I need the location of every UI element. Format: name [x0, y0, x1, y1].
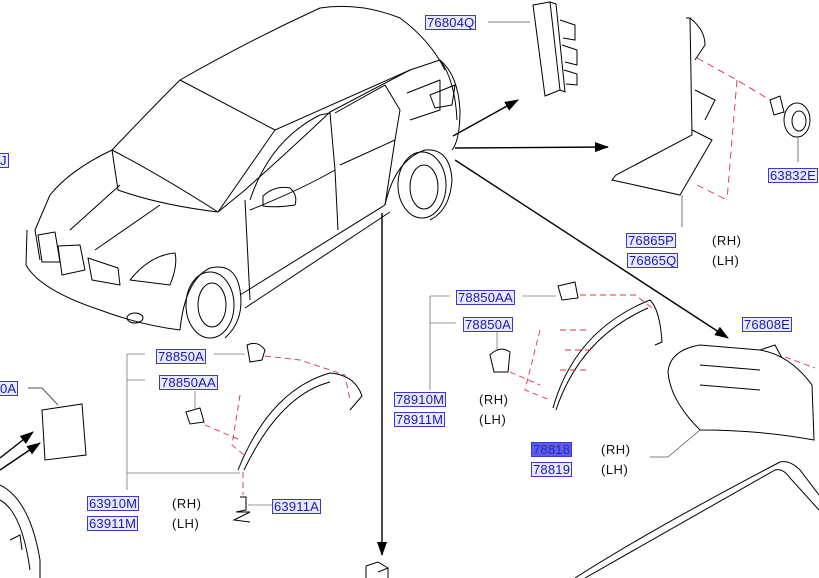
part-label-78850AA-front[interactable]: 78850AA: [159, 375, 218, 390]
part-label-78850A-rear[interactable]: 78850A: [463, 317, 514, 332]
phantom-lines-rear-arch: [509, 294, 656, 401]
part-label-78910M[interactable]: 78910M: [394, 392, 447, 407]
part-label-63910M[interactable]: 63910M: [87, 496, 140, 511]
arrow-to-76865: [454, 142, 609, 153]
arrow-to-76804Q: [452, 99, 519, 137]
part-label-78911M[interactable]: 78911M: [394, 412, 446, 427]
part-label-76865Q[interactable]: 76865Q: [627, 253, 679, 268]
part-label-76865P[interactable]: 76865P: [626, 233, 677, 248]
bracket-front-group: [126, 353, 272, 506]
clip-63832E-illustration: [769, 95, 811, 138]
part-label-76808E[interactable]: 76808E: [742, 317, 793, 332]
part-label-63832E[interactable]: 63832E: [768, 168, 819, 183]
arrow-left-2: [0, 442, 41, 471]
window-outline-illustration: [574, 461, 819, 578]
vehicle-illustration: [25, 5, 461, 339]
side-tag-76865P: (RH): [712, 233, 742, 248]
part-label-76804Q[interactable]: 76804Q: [425, 15, 477, 30]
rear-arch-molding-illustration: [489, 281, 663, 411]
phantom-lines-76865: [696, 57, 771, 201]
part-76865-illustration: [611, 17, 716, 196]
arrow-to-76808E: [454, 159, 729, 339]
side-tag-63910M: (RH): [172, 496, 202, 511]
side-tag-78819: (LH): [601, 462, 629, 477]
part-label-63911M[interactable]: 63911M: [87, 516, 139, 531]
leader-78818b: [667, 429, 701, 458]
part-label-63911A[interactable]: 63911A: [272, 499, 322, 514]
part-label-78819[interactable]: 78819: [531, 462, 573, 477]
clip-bottom-illustration: [365, 561, 389, 578]
part-76804Q-illustration: [532, 1, 578, 97]
side-tag-78910M: (RH): [479, 392, 509, 407]
front-arch-molding-illustration: [185, 342, 363, 523]
part-label-edge-left-mid[interactable]: 0A: [0, 381, 19, 396]
arrows: [0, 99, 729, 556]
bracket-rear-group: [429, 295, 556, 390]
rear-liner-illustration: [667, 344, 815, 441]
side-tag-63911M: (LH): [172, 516, 200, 531]
part-label-78850AA-rear[interactable]: 78850AA: [456, 290, 515, 305]
left-partial-illustration: [0, 387, 87, 578]
arrow-left-1: [0, 431, 34, 459]
side-tag-76865Q: (LH): [712, 253, 740, 268]
side-tag-78911M: (LH): [479, 412, 507, 427]
part-label-78850A-front[interactable]: 78850A: [156, 349, 207, 364]
part-label-78818-selected[interactable]: 78818: [531, 442, 573, 457]
phantom-lines-76808E: [784, 356, 816, 369]
side-tag-78818: (RH): [601, 442, 631, 457]
phantom-lines-front-arch: [204, 355, 351, 495]
part-label-edge-left-top[interactable]: J: [0, 153, 9, 168]
